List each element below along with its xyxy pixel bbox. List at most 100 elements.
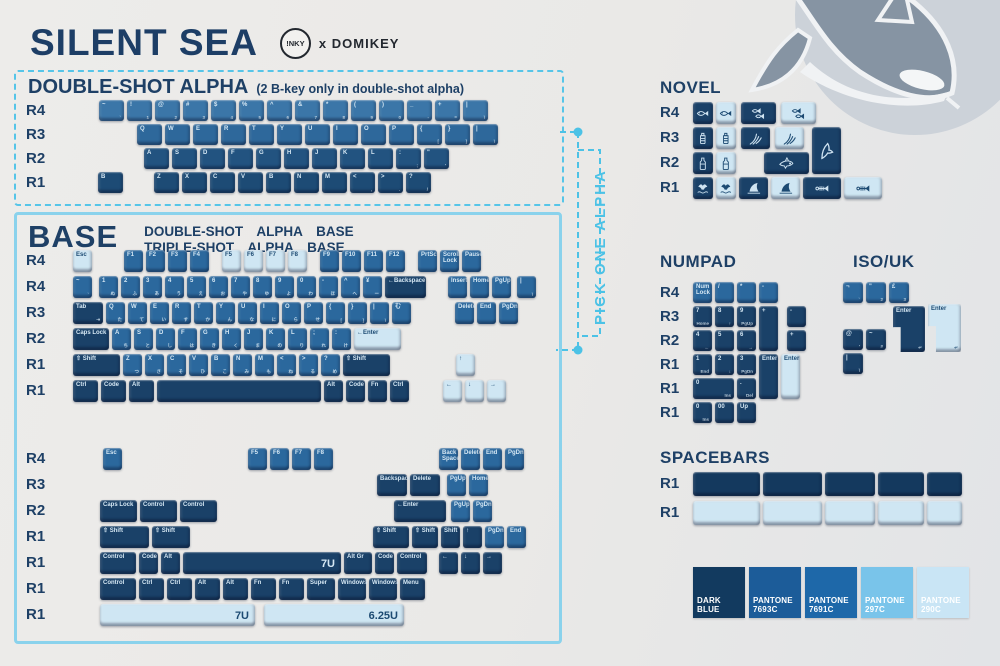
row-label: R1 [26,554,46,571]
keycap: F4 [190,250,209,272]
keycap: ←Enter [354,328,401,350]
keycap: W [165,124,190,145]
tentacle-icon [775,127,804,149]
keycap: {[ [417,124,442,145]
keycap: N [294,172,319,193]
keycap: "2 [866,282,886,303]
row-label: R1 [26,528,46,545]
keycap: Esc [103,448,122,470]
keycap: Tab⇥ [73,302,103,324]
keycap: |\ [843,353,863,374]
keycap: @2 [155,100,180,121]
keycap: ?/ [406,172,431,193]
keycap: K [340,148,365,169]
keycap: Q [137,124,162,145]
keycap: ←Backspace [385,276,426,298]
keycap: ⇧ Shift [343,354,390,376]
keycap: F6 [244,250,263,272]
row-label: R4 [26,278,46,295]
keycap: 00 [715,402,734,423]
row-label: R1 [660,179,680,196]
keycap: Windows [338,578,367,600]
keycap: !1 [127,100,152,121]
keycap: Insert [448,276,467,298]
row-label: R1 [26,606,46,623]
keycap: Control [140,500,177,522]
keycap: F7 [266,250,285,272]
keycap: Esc [73,250,92,272]
keycap: A [144,148,169,169]
keycap: Delete [461,448,482,470]
keycap: ~# [866,329,886,350]
row-label: R4 [660,284,680,301]
keycap: ¥ー [363,276,382,298]
keycap: |\ [517,276,536,298]
keycap: F10 [342,250,361,272]
row-label: R4 [26,102,46,119]
keycap: ⇧ Shift [373,526,409,548]
keycap: >る [299,354,318,376]
keycap: R [221,124,246,145]
keycap: + [787,330,806,351]
base-subtitle-line1: DOUBLE-SHOT ALPHA BASE [144,224,354,239]
row-label: R3 [660,308,680,325]
keycap [763,472,822,496]
fish-trap-icon [693,127,713,149]
keycap: ←Enter [394,500,446,522]
keycap: ^へ [341,276,360,298]
base-box [14,212,562,644]
base-section-title: BASE [28,219,119,254]
keycap: 7U [100,604,255,626]
keycap: Shift [441,526,460,548]
fish-bones-icon [803,177,841,199]
whale-tail-icon [693,177,713,199]
keycap: Delete [410,474,440,496]
keycap: Caps Lock [73,328,109,350]
keycap: E [193,124,218,145]
keycap: #3 [183,100,208,121]
keycap: Enter↵ [893,306,925,352]
keycap: / [715,282,734,303]
keycap: ↑ [463,526,482,548]
keycap: T [249,124,274,145]
keycap: PgDn [505,448,524,470]
keycap: Enter [781,354,800,399]
keycap [693,472,760,496]
keycap [825,501,875,525]
keycap: ~` [99,100,124,121]
keycap: B [98,172,123,193]
keycap: Ctrl [139,578,164,600]
bottle-icon [716,152,736,174]
keycap: |\ [473,124,498,145]
numpad-title: NUMPAD [660,252,737,271]
shark-fin-icon [771,177,800,199]
keycap [927,501,962,525]
keycap: PgUp [447,474,466,496]
keycap: Delete [455,302,476,324]
keycap: <ね [277,354,296,376]
keycap: M [322,172,347,193]
keycap: 5 [715,330,734,351]
row-label: R2 [26,502,46,519]
keycap: F11 [364,250,383,272]
keycap: |\ [370,302,389,324]
row-label: R3 [26,126,46,143]
